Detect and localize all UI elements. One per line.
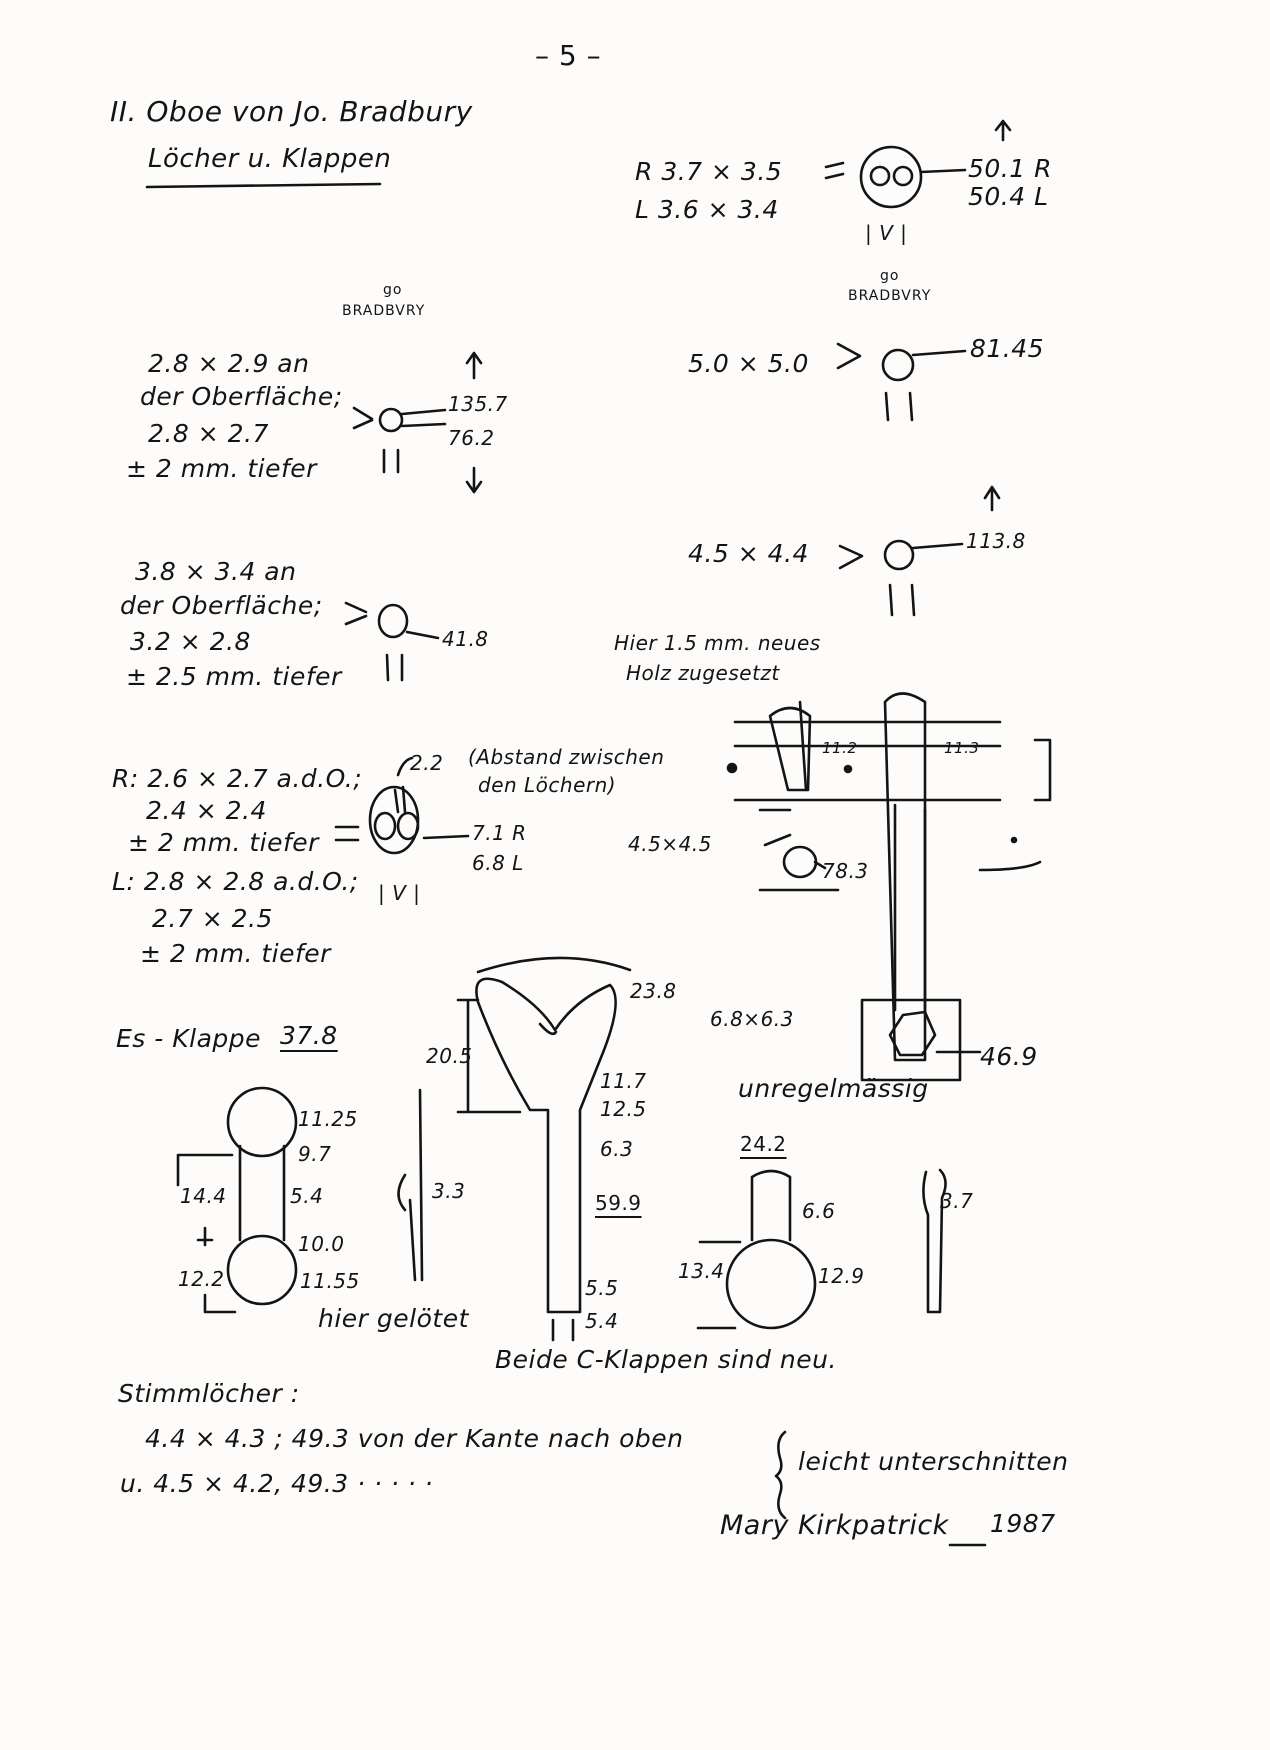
c-key-1-d5: 5.4 bbox=[585, 1309, 619, 1333]
hole-418-line3: 3.2 × 2.8 bbox=[130, 627, 251, 656]
hole-71-line6: ± 2 mm. tiefer bbox=[140, 939, 331, 968]
c-key-1-d1: 11.7 bbox=[600, 1069, 647, 1093]
key-section-m1: 78.3 bbox=[822, 859, 869, 883]
tuning-line2: u. 4.5 × 4.2, 49.3 · · · · · bbox=[120, 1469, 434, 1498]
c-key-2-d2: 13.4 bbox=[678, 1259, 725, 1283]
hole-113-measure: 113.8 bbox=[966, 529, 1026, 553]
key-section-hole-size: 4.5×4.5 bbox=[628, 832, 712, 856]
c-key-2-side: 3.7 bbox=[940, 1189, 974, 1213]
hole-71-note1: (Abstand zwischen bbox=[468, 745, 665, 769]
c-key-1-d4: 5.5 bbox=[585, 1276, 619, 1300]
signature-year: 1987 bbox=[990, 1509, 1056, 1538]
key-section-irregular: unregelmässig bbox=[738, 1074, 929, 1103]
stamp-right-name: BRADBVRY bbox=[848, 288, 932, 304]
es-key-soldered: hier gelötet bbox=[318, 1304, 469, 1333]
hole-71-m1: 7.1 R bbox=[472, 821, 527, 845]
hole-top-right-mark: | V | bbox=[865, 221, 908, 245]
key-section-d1: 11.2 bbox=[822, 739, 858, 757]
new-wood-line2: Holz zugesetzt bbox=[626, 661, 780, 685]
hole-71-line5: 2.7 × 2.5 bbox=[152, 904, 273, 933]
hole-71-note2: den Löchern) bbox=[478, 773, 617, 797]
hole-top-right-m2: 50.4 L bbox=[968, 182, 1049, 211]
hole-1357-line2: der Oberfläche; bbox=[140, 382, 343, 411]
hole-1357-m1: 135.7 bbox=[448, 392, 508, 416]
hole-81-size: 5.0 × 5.0 bbox=[688, 349, 809, 378]
c-keys-note: Beide C-Klappen sind neu. bbox=[495, 1345, 837, 1374]
es-key-value: 37.8 bbox=[280, 1021, 338, 1050]
hole-71-line3: ± 2 mm. tiefer bbox=[128, 828, 319, 857]
c-key-2-d1: 6.6 bbox=[802, 1199, 836, 1223]
es-key-d6: 12.2 bbox=[178, 1267, 225, 1291]
hole-71-spacing: 2.2 bbox=[410, 751, 444, 775]
key-section-hole2-size: 6.8×6.3 bbox=[710, 1007, 794, 1031]
hole-418-measure: 41.8 bbox=[442, 627, 489, 651]
es-key-d4: 5.4 bbox=[290, 1184, 324, 1208]
page-number: – 5 – bbox=[535, 39, 602, 72]
stamp-left-go: go bbox=[383, 282, 403, 298]
new-wood-line1: Hier 1.5 mm. neues bbox=[614, 631, 821, 655]
hole-top-right-m1: 50.1 R bbox=[968, 154, 1052, 183]
tuning-note: leicht unterschnitten bbox=[798, 1447, 1069, 1476]
c-key-1-d3: 6.3 bbox=[600, 1137, 634, 1161]
c-key-2-d3: 12.9 bbox=[818, 1264, 865, 1288]
c-key-2-top: 24.2 bbox=[740, 1132, 787, 1156]
key-section-m2: 46.9 bbox=[980, 1042, 1038, 1071]
c-key-1-d2: 12.5 bbox=[600, 1097, 647, 1121]
c-key-1-height: 20.5 bbox=[426, 1044, 473, 1068]
hole-1357-m2: 76.2 bbox=[448, 426, 495, 450]
hole-71-mark: | V | bbox=[378, 881, 421, 905]
page-title: II. Oboe von Jo. Bradbury bbox=[110, 95, 473, 128]
hole-418-line1: 3.8 × 3.4 an bbox=[135, 557, 297, 586]
tuning-heading: Stimmlöcher : bbox=[118, 1379, 300, 1408]
hole-71-line2: 2.4 × 2.4 bbox=[146, 796, 267, 825]
key-section-d2: 11.3 bbox=[944, 739, 980, 757]
hole-71-line4: L: 2.8 × 2.8 a.d.O.; bbox=[112, 867, 359, 896]
hole-418-line4: ± 2.5 mm. tiefer bbox=[126, 662, 342, 691]
es-key-d2: 9.7 bbox=[298, 1142, 332, 1166]
signature: Mary Kirkpatrick bbox=[720, 1510, 949, 1541]
stamp-right-go: go bbox=[880, 268, 900, 284]
tuning-line1: 4.4 × 4.3 ; 49.3 von der Kante nach oben bbox=[145, 1424, 684, 1453]
c-key-1-top: 23.8 bbox=[630, 979, 677, 1003]
es-key-label: Es - Klappe bbox=[116, 1024, 262, 1053]
hole-81-measure: 81.45 bbox=[970, 334, 1045, 363]
es-key-side: 3.3 bbox=[432, 1179, 466, 1203]
hole-71-line1: R: 2.6 × 2.7 a.d.O.; bbox=[112, 764, 363, 793]
c-key-1-length: 59.9 bbox=[595, 1191, 642, 1215]
es-key-d1: 11.25 bbox=[298, 1107, 358, 1131]
hole-418-line2: der Oberfläche; bbox=[120, 591, 323, 620]
es-key-d3: 14.4 bbox=[180, 1184, 227, 1208]
hole-top-right-r: R 3.7 × 3.5 bbox=[635, 157, 783, 186]
hole-71-m2: 6.8 L bbox=[472, 851, 524, 875]
hole-1357-line1: 2.8 × 2.9 an bbox=[148, 349, 310, 378]
hole-top-right-l: L 3.6 × 3.4 bbox=[635, 195, 779, 224]
hole-113-size: 4.5 × 4.4 bbox=[688, 539, 809, 568]
es-key-d7: 11.55 bbox=[300, 1269, 360, 1293]
hole-1357-line3: 2.8 × 2.7 bbox=[148, 419, 269, 448]
es-key-d5: 10.0 bbox=[298, 1232, 345, 1256]
page-subtitle: Löcher u. Klappen bbox=[148, 144, 392, 174]
stamp-left-name: BRADBVRY bbox=[342, 303, 426, 319]
hole-1357-line4: ± 2 mm. tiefer bbox=[126, 454, 317, 483]
